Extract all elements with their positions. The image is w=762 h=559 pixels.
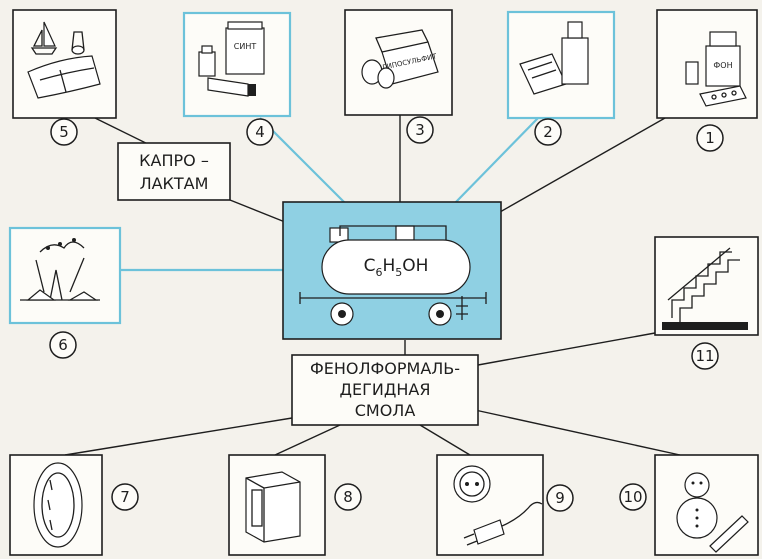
- chemical-bag-icon: ГИПОСУЛЬФИТ: [361, 29, 439, 89]
- number-1-badge: [696, 124, 724, 152]
- formula-sub-6: 6: [375, 266, 382, 279]
- phenol-formula: C6H5OH: [364, 256, 429, 279]
- wheel-icon: [33, 462, 83, 548]
- number-9-badge: [546, 484, 574, 512]
- connector-caprolactam: [229, 199, 286, 223]
- number-4: 4: [255, 123, 265, 141]
- item-4-cosmetics: СИНТ 4: [182, 11, 292, 146]
- socket-plug-icon: [453, 465, 543, 546]
- number-5: 5: [59, 123, 69, 141]
- pills-label: ФОН: [713, 61, 732, 70]
- connector-lines: [64, 115, 681, 456]
- item-11-staircase: 11: [654, 236, 759, 370]
- tank-body: [321, 239, 471, 295]
- item-6-explosives: 6: [8, 226, 122, 359]
- number-8-badge: [334, 483, 362, 511]
- staircase-icon: [662, 247, 748, 330]
- formula-sub-5: 5: [395, 266, 402, 279]
- number-7: 7: [120, 488, 130, 506]
- resin-box: [291, 354, 479, 426]
- number-2: 2: [543, 123, 553, 141]
- number-5-badge: [50, 118, 78, 146]
- pill-bottle-icon: ФОН: [685, 31, 747, 107]
- connector-1: [499, 117, 666, 213]
- resin-line2: ДЕГИДНАЯ: [340, 380, 431, 399]
- caprolactam-line2: ЛАКТАМ: [140, 174, 209, 193]
- caprolactam-label-box: КАПРО – ЛАКТАМ: [117, 142, 231, 201]
- phenol-tank-car: C6H5OH: [282, 201, 502, 340]
- resin-line3: СМОЛА: [355, 401, 416, 420]
- item-8-tv-case: 8: [228, 454, 362, 556]
- number-11-badge: [691, 342, 719, 370]
- item-2-medicines: 2: [506, 10, 616, 146]
- tv-cabinet-icon: [245, 471, 301, 543]
- number-9: 9: [555, 489, 565, 507]
- number-6: 6: [58, 336, 68, 354]
- formula-c: C: [364, 256, 376, 276]
- connector-2: [454, 117, 539, 204]
- number-1: 1: [705, 129, 715, 147]
- number-3-badge: [406, 116, 434, 144]
- connector-7: [64, 417, 293, 456]
- number-6-badge: [49, 331, 77, 359]
- resin-label-box: ФЕНОЛФОРМАЛЬ- ДЕГИДНАЯ СМОЛА: [291, 354, 479, 426]
- connector-4: [259, 117, 346, 204]
- number-11: 11: [695, 347, 714, 365]
- connector-10: [474, 409, 681, 456]
- number-4-badge: [246, 118, 274, 146]
- connector-11: [477, 332, 656, 366]
- number-8: 8: [343, 488, 353, 506]
- tank-ladder: [456, 296, 468, 320]
- number-7-badge: [111, 483, 139, 511]
- number-10: 10: [623, 488, 642, 506]
- fabric-roll-icon: [27, 31, 101, 99]
- resin-line1: ФЕНОЛФОРМАЛЬ-: [310, 359, 460, 378]
- formula-oh: OH: [402, 256, 428, 276]
- medicine-box-icon: [519, 21, 589, 95]
- caprolactam-line1: КАПРО –: [139, 151, 209, 170]
- number-10-badge: [619, 483, 647, 511]
- formula-h: H: [382, 256, 395, 276]
- cream-label: СИНТ: [234, 42, 257, 51]
- tank-rail: [339, 225, 447, 240]
- caprolactam-box: [117, 142, 231, 201]
- box-6: [8, 226, 122, 325]
- item-9-electrical: 9: [436, 454, 574, 556]
- item-5-textiles: 5: [12, 9, 117, 146]
- connector-8: [274, 424, 341, 456]
- item-10-toys: 10: [619, 454, 759, 556]
- item-7-wheel: 7: [9, 454, 139, 556]
- number-3: 3: [415, 121, 425, 139]
- item-3-chemicals: ГИПОСУЛЬФИТ 3: [344, 9, 453, 144]
- item-1-pharmaceuticals: ФОН 1: [656, 9, 758, 152]
- box-11: [654, 236, 759, 336]
- tank-hatch-right: [395, 225, 415, 241]
- explosion-icon: [20, 238, 100, 301]
- snowman-icon: [676, 472, 749, 553]
- cosmetics-icon: СИНТ: [198, 21, 265, 97]
- connector-9: [419, 424, 471, 456]
- sailboat-icon: [30, 21, 58, 55]
- number-2-badge: [534, 118, 562, 146]
